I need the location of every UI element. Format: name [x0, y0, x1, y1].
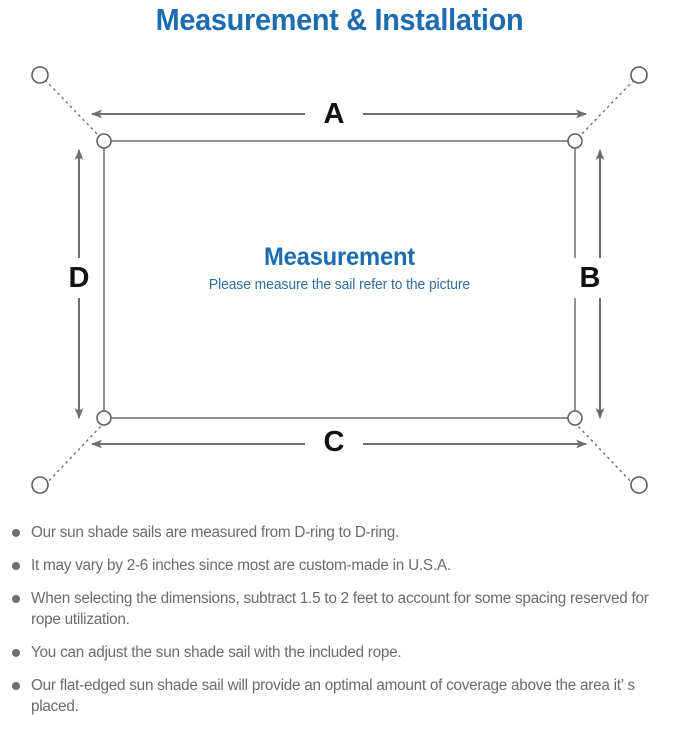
dimension-label-a: A: [305, 98, 363, 130]
d-ring-bottom-right: [567, 410, 583, 426]
bullet-icon: [12, 529, 20, 537]
notes-list: Our sun shade sails are measured from D-…: [0, 522, 679, 729]
bullet-icon: [12, 649, 20, 657]
anchor-point-bottom-right: [630, 476, 648, 494]
anchor-connector-bottom-right: [576, 424, 635, 486]
anchor-point-top-right: [630, 66, 648, 84]
anchor-connector-top-right: [576, 79, 635, 140]
note-item: You can adjust the sun shade sail with t…: [0, 642, 679, 663]
note-item: Our flat-edged sun shade sail will provi…: [0, 675, 679, 717]
note-text: You can adjust the sun shade sail with t…: [31, 644, 402, 661]
bullet-icon: [12, 562, 20, 570]
bullet-icon: [12, 682, 20, 690]
dimension-label-b: B: [567, 258, 613, 298]
measurement-diagram: Measurement Please measure the sail refe…: [0, 46, 679, 516]
note-text: When selecting the dimensions, subtract …: [31, 590, 649, 628]
dimension-label-c: C: [305, 426, 363, 458]
d-rings: [96, 133, 583, 426]
note-item: It may vary by 2-6 inches since most are…: [0, 555, 679, 576]
anchor-connector-bottom-left: [44, 424, 103, 486]
sail-rectangle: [103, 140, 576, 419]
anchor-points: [31, 66, 648, 494]
anchor-connectors: [44, 79, 635, 486]
anchor-point-top-left: [31, 66, 49, 84]
d-ring-top-left: [96, 133, 112, 149]
note-text: Our sun shade sails are measured from D-…: [31, 524, 399, 541]
dimension-label-d: D: [56, 258, 102, 298]
d-ring-bottom-left: [96, 410, 112, 426]
anchor-point-bottom-left: [31, 476, 49, 494]
anchor-connector-top-left: [44, 79, 103, 140]
note-item: When selecting the dimensions, subtract …: [0, 588, 679, 630]
page-title: Measurement & Installation: [155, 2, 524, 37]
note-item: Our sun shade sails are measured from D-…: [0, 522, 679, 543]
d-ring-top-right: [567, 133, 583, 149]
note-text: It may vary by 2-6 inches since most are…: [31, 557, 451, 574]
bullet-icon: [12, 595, 20, 603]
note-text: Our flat-edged sun shade sail will provi…: [31, 677, 635, 715]
